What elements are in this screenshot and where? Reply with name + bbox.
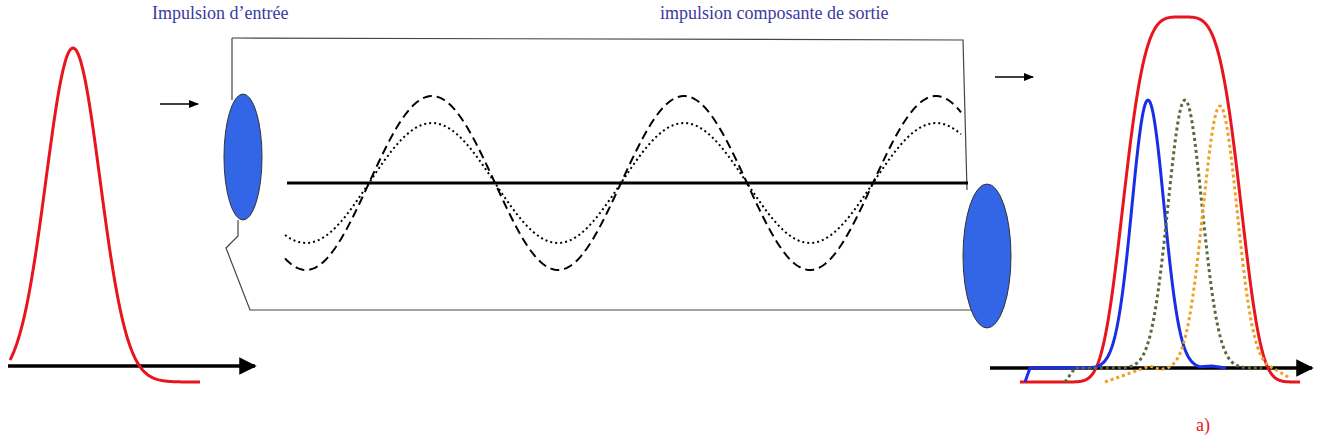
input-label: Impulsion d’entrée [152, 4, 288, 24]
direction-arrow [160, 103, 198, 105]
time-axis [8, 364, 255, 368]
output-face [963, 184, 1011, 328]
fiber-outline [232, 38, 967, 190]
mode-ray [285, 123, 961, 243]
mode-ray [285, 96, 961, 270]
output-pulse [1020, 17, 1300, 382]
component-pulse [1025, 100, 1226, 382]
fiber-axis [287, 182, 968, 185]
output-label: impulsion composante de sortie [660, 4, 888, 24]
figure-tag: a) [1196, 416, 1210, 436]
component-pulse [1105, 106, 1290, 382]
input-pulse [10, 48, 200, 382]
input-face [224, 94, 262, 220]
component-pulse [1065, 100, 1262, 382]
fiber-outline [231, 38, 232, 100]
direction-arrow [995, 76, 1033, 78]
fiber-outline [226, 220, 985, 310]
